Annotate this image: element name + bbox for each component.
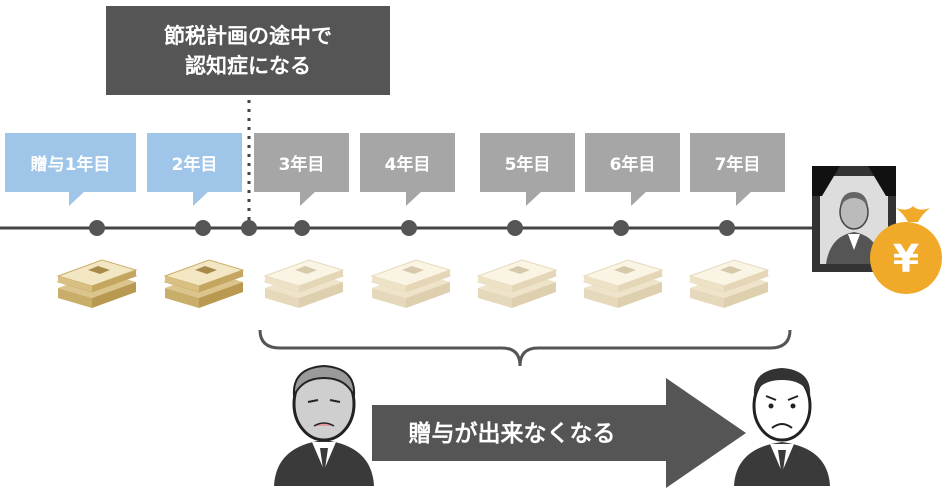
timeline-dot <box>401 220 417 236</box>
year-label-text: 贈与1年目 <box>30 155 111 175</box>
year-label-text: 2年目 <box>171 155 218 175</box>
money-bundle-icon <box>690 260 768 308</box>
year-label-6: 6年目 <box>585 133 680 206</box>
timeline-dot <box>195 220 211 236</box>
year-label-text: 6年目 <box>609 155 656 175</box>
year-label-text: 5年目 <box>504 155 551 175</box>
timeline-dot <box>241 220 257 236</box>
money-bundle-icon <box>57 259 137 309</box>
period-brace <box>258 329 792 367</box>
timeline-dot <box>89 220 105 236</box>
result-arrow-label: 贈与が出来なくなる <box>409 420 616 447</box>
callout-line-2: 認知症になる <box>185 53 311 78</box>
money-bundle-icon <box>265 260 343 308</box>
year-label-7: 7年目 <box>690 133 785 206</box>
year-label-2: 2年目 <box>147 133 242 206</box>
year-label-5: 5年目 <box>480 133 575 206</box>
elderly-man-icon <box>274 364 374 486</box>
worried-man-icon <box>734 368 830 486</box>
timeline-dot <box>507 220 523 236</box>
money-bundle-icon <box>478 260 556 308</box>
timeline-dots <box>89 220 735 236</box>
year-label-text: 3年目 <box>278 155 325 175</box>
year-label-4: 4年目 <box>360 133 455 206</box>
timeline-dot <box>719 220 735 236</box>
year-label-text: 7年目 <box>714 155 761 175</box>
callout-line-1: 節税計画の途中で <box>164 23 332 48</box>
timeline-dot <box>294 220 310 236</box>
money-bundle-icon <box>164 259 244 309</box>
money-bundle-icon <box>584 260 662 308</box>
timeline-dot <box>613 220 629 236</box>
money-bundle-icon <box>372 260 450 308</box>
year-label-1: 贈与1年目 <box>5 133 136 206</box>
year-label-text: 4年目 <box>384 155 431 175</box>
yen-bag-icon: ¥ <box>870 206 942 294</box>
year-label-3: 3年目 <box>254 133 349 206</box>
result-arrow <box>372 378 746 488</box>
dementia-callout: 節税計画の途中で 認知症になる <box>106 6 390 95</box>
yen-symbol: ¥ <box>893 237 919 281</box>
